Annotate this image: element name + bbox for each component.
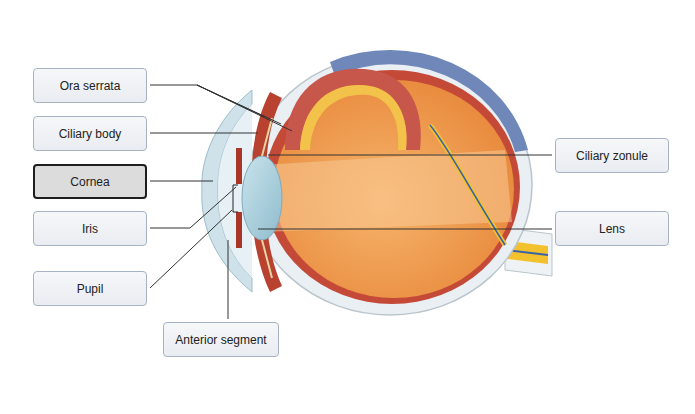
label-box: Cornea [33,164,147,199]
part-label: Ciliary body [53,127,128,141]
part-label: Ora serrata [54,79,127,93]
label-box: Ciliary zonule [555,138,669,173]
part-label: Anterior segment [169,333,272,347]
part-label: Lens [593,222,631,236]
label-box: Ora serrata [33,68,147,103]
part-label: Cornea [64,175,115,189]
label-box: Lens [555,211,669,246]
part-label: Pupil [71,282,110,296]
label-box: Iris [33,211,147,246]
label-box: Anterior segment [163,322,279,357]
part-label: Iris [76,222,104,236]
part-label: Ciliary zonule [570,149,654,163]
label-box: Ciliary body [33,116,147,151]
label-box: Pupil [33,271,147,306]
